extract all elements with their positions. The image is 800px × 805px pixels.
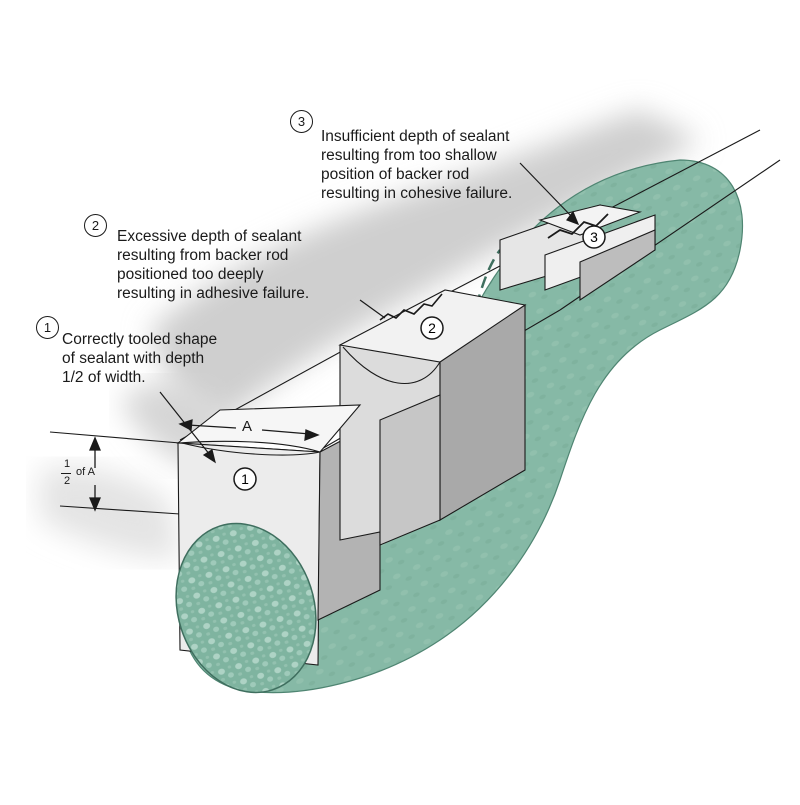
- callout-1-number: 1: [36, 316, 59, 339]
- callout-2-line-1: Excessive depth of sealant: [117, 227, 309, 246]
- callout-3-line-1: Insufficient depth of sealant: [321, 127, 512, 146]
- depth-suffix: of A: [76, 466, 95, 478]
- depth-fraction-bar: [61, 473, 71, 474]
- callout-3-line-3: position of backer rod: [321, 165, 512, 184]
- callout-3-line-2: resulting from too shallow: [321, 146, 512, 165]
- callout-3-line-4: resulting in cohesive failure.: [321, 184, 512, 203]
- callout-3-text: Insufficient depth of sealant resulting …: [321, 127, 512, 203]
- depth-fraction-num: 1: [64, 458, 70, 470]
- callout-2-line-3: positioned too deeply: [117, 265, 309, 284]
- depth-fraction-den: 2: [64, 475, 70, 487]
- callout-3-number: 3: [290, 110, 313, 133]
- width-label: A: [242, 418, 252, 435]
- callout-1-line-1: Correctly tooled shape: [62, 330, 217, 349]
- marker-1-text: 1: [241, 471, 249, 487]
- callout-1-text: Correctly tooled shape of sealant with d…: [62, 330, 217, 387]
- callout-2-line-4: resulting in adhesive failure.: [117, 284, 309, 303]
- callout-1-line-2: of sealant with depth: [62, 349, 217, 368]
- callout-1-line-3: 1/2 of width.: [62, 368, 217, 387]
- callout-2-line-2: resulting from backer rod: [117, 246, 309, 265]
- callout-2-text: Excessive depth of sealant resulting fro…: [117, 227, 309, 303]
- callout-2-number: 2: [84, 214, 107, 237]
- marker-3-text: 3: [590, 229, 598, 245]
- marker-2-text: 2: [428, 320, 436, 336]
